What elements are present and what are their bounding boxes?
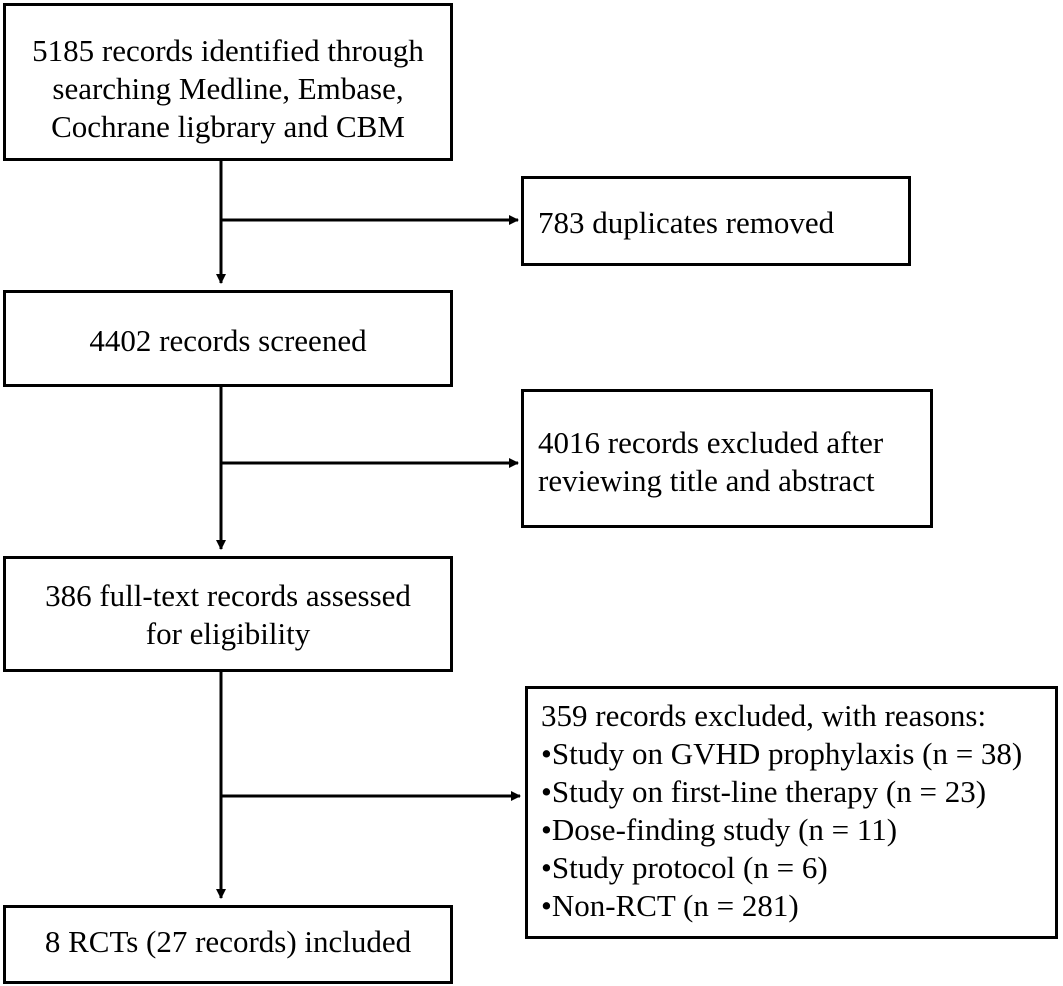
fulltext-assessed-box: 386 full-text records assessed for eligi… [3, 556, 453, 672]
excluded-with-reasons-box: 359 records excluded, with reasons: •Stu… [525, 686, 1058, 939]
fulltext-line-2: for eligibility [145, 616, 311, 651]
excluded-title-line-1: 4016 records excluded after [538, 425, 884, 460]
duplicates-line: 783 duplicates removed [538, 205, 835, 240]
reason-dose-finding: •Dose-finding study (n = 11) [541, 812, 898, 847]
excluded-reasons-heading: 359 records excluded, with reasons: [541, 698, 987, 733]
reason-gvhd-prophylaxis: •Study on GVHD prophylaxis (n = 38) [541, 736, 1023, 771]
screened-line: 4402 records screened [89, 323, 367, 358]
fulltext-line-1: 386 full-text records assessed [45, 578, 411, 613]
excluded-after-title-box: 4016 records excluded after reviewing ti… [521, 389, 933, 528]
identified-records-box: 5185 records identified through searchin… [3, 3, 453, 161]
included-rcts-box: 8 RCTs (27 records) included [3, 905, 453, 984]
identified-line-1: 5185 records identified through [32, 33, 424, 68]
reason-first-line-therapy: •Study on first-line therapy (n = 23) [541, 774, 987, 809]
identified-line-3: Cochrane ligbrary and CBM [51, 109, 405, 144]
included-line: 8 RCTs (27 records) included [44, 924, 412, 959]
records-screened-box: 4402 records screened [3, 290, 453, 387]
reason-study-protocol: •Study protocol (n = 6) [541, 850, 828, 885]
excluded-title-line-2: reviewing title and abstract [538, 463, 875, 498]
duplicates-removed-box: 783 duplicates removed [521, 176, 911, 266]
reason-non-rct: •Non-RCT (n = 281) [541, 888, 799, 923]
identified-line-2: searching Medline, Embase, [52, 71, 404, 106]
